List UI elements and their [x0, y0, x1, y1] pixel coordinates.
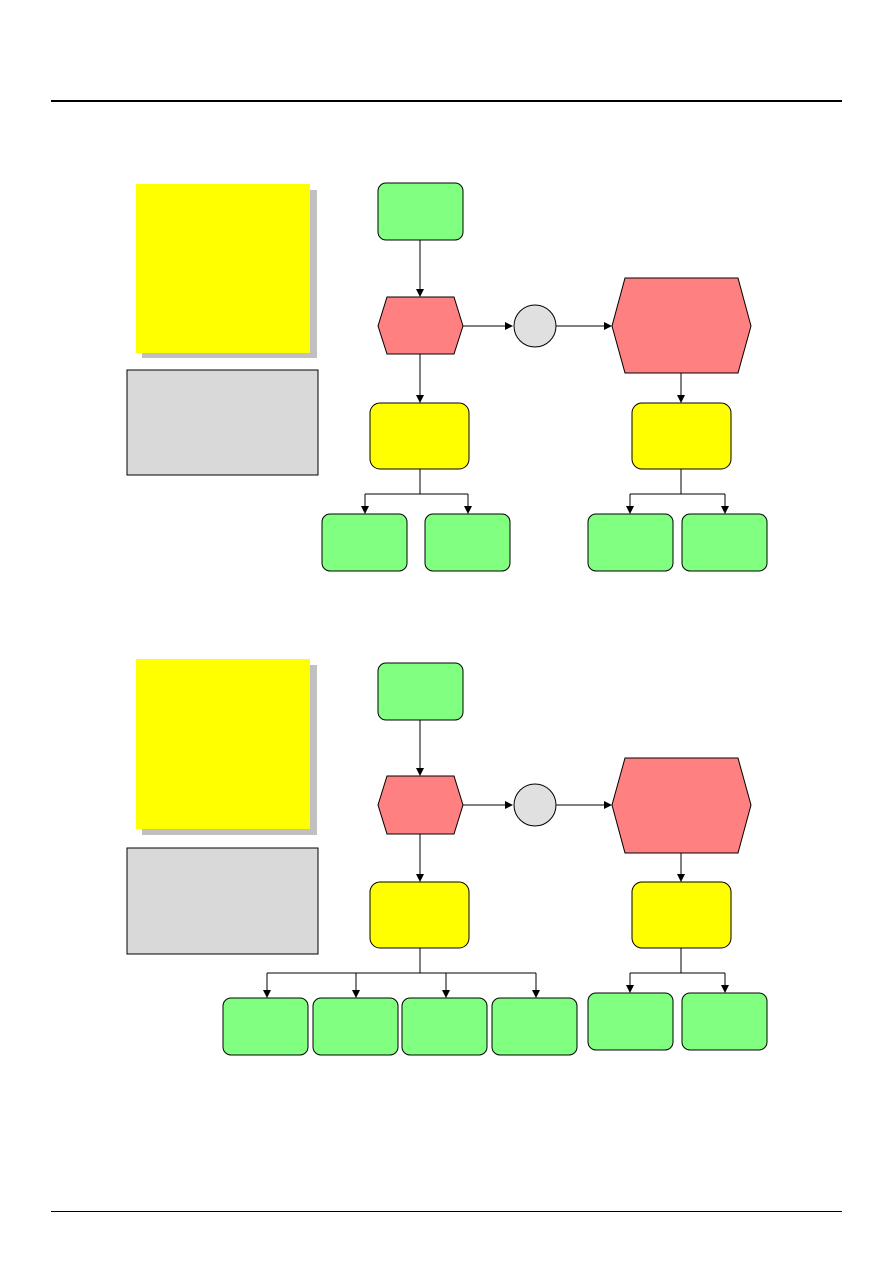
left-event-2: [312, 997, 399, 1056]
function-right: [631, 881, 732, 949]
right-event-2: [681, 992, 768, 1051]
decision-hexagon: [377, 775, 464, 835]
function-right: [631, 402, 732, 470]
note-box: [136, 184, 310, 353]
right-event-1: [587, 992, 674, 1051]
left-event-1: [321, 513, 408, 572]
function-left: [369, 402, 470, 470]
left-event-4: [491, 997, 578, 1056]
decision-hexagon: [377, 296, 464, 355]
diagram-1: [126, 182, 768, 572]
outcome-hexagon: [611, 757, 752, 854]
outcome-hexagon: [611, 277, 752, 374]
right-event-1: [587, 513, 674, 572]
right-event-2: [681, 513, 768, 572]
start-event: [377, 182, 464, 241]
diagram-2: [126, 659, 768, 1056]
connector-circle: [513, 304, 557, 348]
info-box: [126, 369, 319, 476]
left-event-3: [401, 997, 488, 1056]
info-box: [126, 847, 319, 955]
note-box: [136, 659, 310, 829]
left-event-1: [222, 997, 309, 1056]
connector-circle: [513, 783, 557, 827]
start-event: [377, 662, 464, 721]
footer-rule: [51, 1211, 842, 1212]
left-event-2: [424, 513, 511, 572]
header-rule: [51, 100, 842, 102]
function-left: [369, 881, 470, 949]
